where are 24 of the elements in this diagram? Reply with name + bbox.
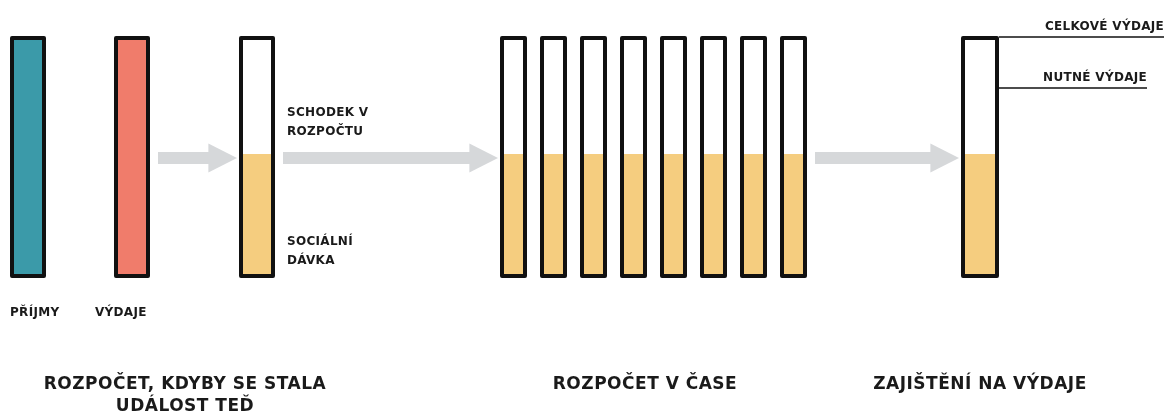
- bar: [780, 36, 807, 278]
- bar: [10, 36, 46, 278]
- arrow: [283, 143, 499, 173]
- bar: [239, 36, 275, 278]
- bar: [740, 36, 767, 278]
- panel-title: ROZPOČET, KDYBY SE STALA UDÁLOST TEĎ: [42, 372, 328, 416]
- bar: [700, 36, 727, 278]
- bar: [620, 36, 647, 278]
- panel-title: ROZPOČET V ČASE: [551, 372, 739, 394]
- level-label: NUTNÉ VÝDAJE: [1012, 68, 1147, 87]
- arrow: [158, 143, 238, 173]
- bar-label: VÝDAJE: [95, 303, 148, 321]
- bar: [580, 36, 607, 278]
- leader-line: [998, 36, 1165, 38]
- bar: [500, 36, 527, 278]
- bar: [540, 36, 567, 278]
- bar: [660, 36, 687, 278]
- level-label: CELKOVÉ VÝDAJE: [1012, 17, 1164, 36]
- bar: [961, 36, 999, 278]
- bar-label: SOCIÁLNÍ DÁVKA: [287, 232, 354, 269]
- panel-title: ZAJIŠTĚNÍ NA VÝDAJE: [872, 372, 1088, 394]
- arrow: [815, 143, 960, 173]
- bar-label: SCHODEK V ROZPOČTU: [287, 104, 370, 140]
- bar: [114, 36, 150, 278]
